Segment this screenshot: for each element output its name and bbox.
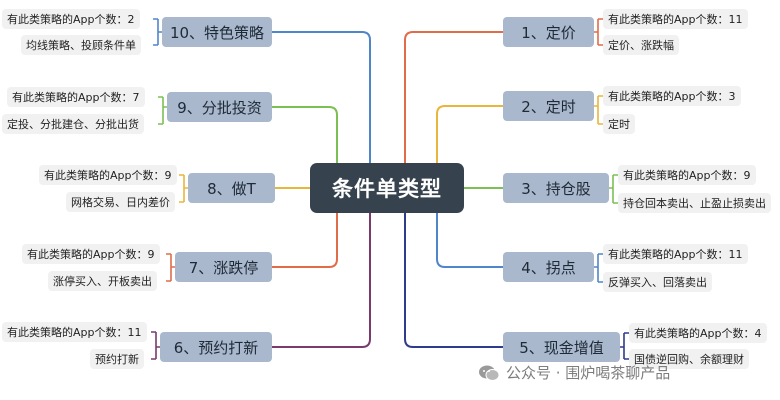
branch-4: 4、拐点: [503, 252, 594, 282]
branch-6-detail: 预约打新: [90, 349, 144, 369]
branch-10-detail: 均线策略、投顾条件单: [21, 35, 141, 55]
branch-6-count: 有此类策略的App个数：11: [2, 322, 147, 342]
branch-2: 2、定时: [503, 91, 594, 121]
branch-7: 7、涨跌停: [175, 252, 272, 282]
branch-1: 1、定价: [503, 17, 594, 47]
watermark: 公众号 · 围炉喝茶聊产品: [478, 362, 670, 383]
connector-b5: [404, 213, 503, 348]
branch-1-detail: 定价、涨跌幅: [603, 35, 679, 55]
connector-b7: [272, 213, 338, 268]
branch-10-count: 有此类策略的App个数：2: [2, 9, 140, 29]
wechat-icon: [479, 365, 500, 381]
connector-b10: [272, 31, 371, 163]
branch-9-detail: 定投、分批建仓、分批出货: [2, 114, 144, 134]
branch-9-count: 有此类策略的App个数：7: [7, 87, 145, 107]
connector-b6: [272, 213, 371, 348]
branch-2-detail: 定时: [603, 114, 635, 134]
branch-5: 5、现金增值: [503, 332, 620, 362]
branch-5-detail: 国债逆回购、余额理财: [629, 349, 749, 369]
watermark-text: 公众号 · 围炉喝茶聊产品: [506, 364, 671, 382]
branch-7-count: 有此类策略的App个数：9: [22, 244, 160, 264]
branch-3: 3、持仓股: [503, 173, 609, 203]
branch-4-count: 有此类策略的App个数：11: [603, 244, 748, 264]
branch-4-detail: 反弹买入、回落卖出: [603, 272, 712, 292]
branch-1-count: 有此类策略的App个数：11: [603, 9, 748, 29]
branch-7-detail: 涨停买入、开板卖出: [48, 271, 157, 291]
branch-3-detail: 持仓回本卖出、止盈止损卖出: [618, 193, 771, 213]
connector-b2: [436, 105, 503, 163]
branch-10: 10、特色策略: [162, 17, 272, 47]
connector-b1: [404, 31, 503, 163]
connector-b4: [436, 213, 503, 268]
branch-9: 9、分批投资: [167, 92, 272, 122]
branch-8: 8、做T: [188, 173, 275, 203]
branch-6: 6、预约打新: [160, 332, 272, 362]
connector-b9: [272, 106, 338, 163]
center-node: 条件单类型: [310, 163, 464, 213]
branch-5-count: 有此类策略的App个数：4: [629, 323, 767, 343]
branch-8-count: 有此类策略的App个数：9: [39, 165, 177, 185]
branch-2-count: 有此类策略的App个数：3: [603, 86, 741, 106]
branch-8-detail: 网格交易、日内差价: [66, 192, 175, 212]
branch-3-count: 有此类策略的App个数：9: [618, 165, 756, 185]
